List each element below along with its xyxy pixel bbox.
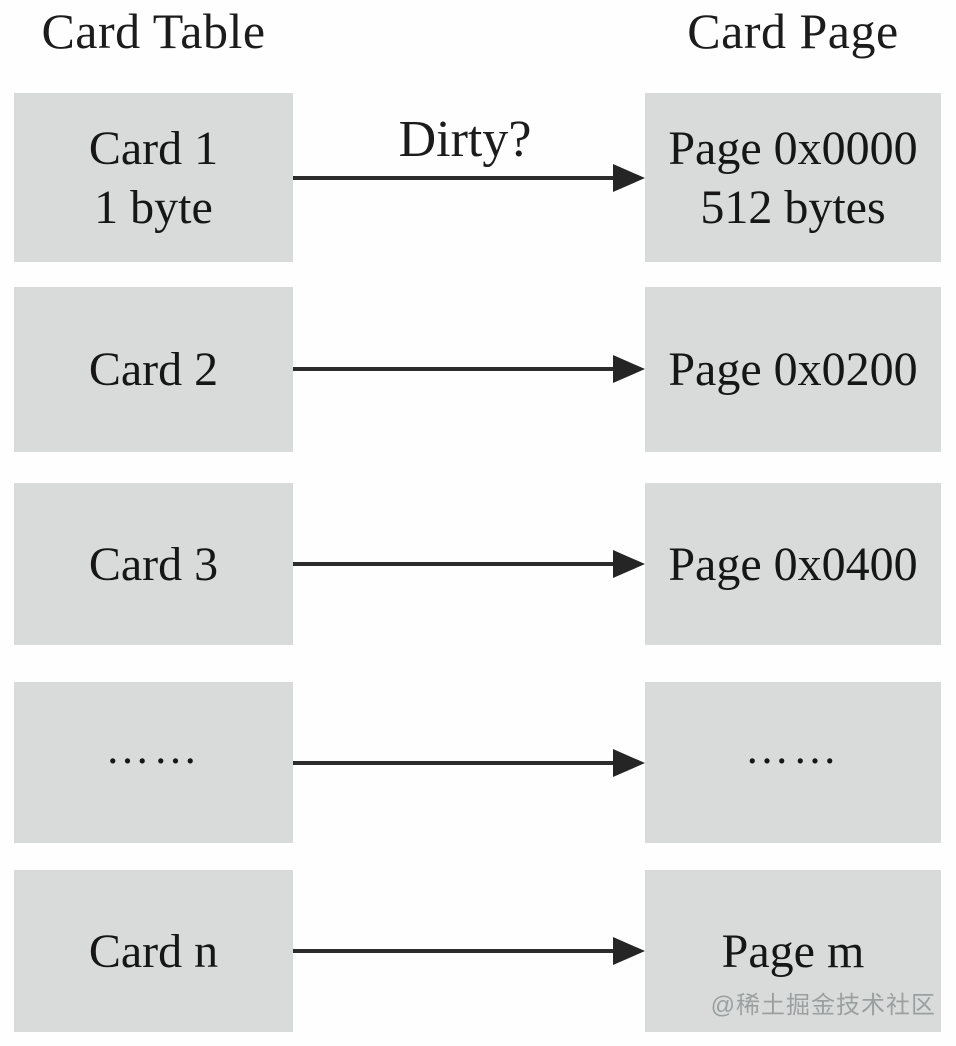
page-ellipsis-label: …… xyxy=(745,724,841,773)
card-2-label: Card 2 xyxy=(88,343,219,396)
arrow-2-line xyxy=(293,367,615,371)
page-ellipsis-box: …… xyxy=(645,682,941,843)
page-m-label: Page m xyxy=(721,924,865,978)
page-0x0400-label: Page 0x0400 xyxy=(668,537,918,591)
arrow-1-line xyxy=(293,176,615,180)
card-3-box: Card 3 xyxy=(14,483,293,645)
watermark: @稀土掘金技术社区 xyxy=(710,992,936,1019)
card-2-box: Card 2 xyxy=(14,287,293,452)
card-page-title: Card Page xyxy=(687,3,899,59)
arrow-3-line xyxy=(293,562,615,566)
page-0x0000-box: Page 0x0000 512 bytes xyxy=(645,93,941,262)
card-3-label: Card 3 xyxy=(88,537,219,591)
arrow-2-arrowhead-icon xyxy=(613,355,645,383)
arrow-3-arrowhead-icon xyxy=(613,550,645,578)
arrow-5-arrowhead-icon xyxy=(613,937,645,965)
card-ellipsis-box: …… xyxy=(14,682,293,843)
page-0x0000-size-label: 512 bytes xyxy=(700,180,886,234)
page-0x0400-box: Page 0x0400 xyxy=(645,483,941,645)
card-table-title: Card Table xyxy=(41,3,266,59)
arrow-4-line xyxy=(293,761,615,765)
arrow-4-arrowhead-icon xyxy=(613,749,645,777)
card-1-box: Card 1 1 byte xyxy=(14,93,293,262)
page-0x0200-box: Page 0x0200 xyxy=(645,287,941,452)
page-0x0000-label: Page 0x0000 xyxy=(668,121,918,175)
card-1-label: Card 1 xyxy=(88,121,219,175)
card-n-label: Card n xyxy=(88,924,219,978)
card-ellipsis-label: …… xyxy=(105,724,202,773)
arrow-1-arrowhead-icon xyxy=(613,164,645,192)
page-0x0200-label: Page 0x0200 xyxy=(668,343,918,396)
card-n-box: Card n xyxy=(14,870,293,1032)
card-1-size-label: 1 byte xyxy=(94,180,213,234)
arrow-5-line xyxy=(293,949,615,953)
dirty-label: Dirty? xyxy=(398,111,532,168)
page-m-box: Page m xyxy=(645,870,941,1032)
